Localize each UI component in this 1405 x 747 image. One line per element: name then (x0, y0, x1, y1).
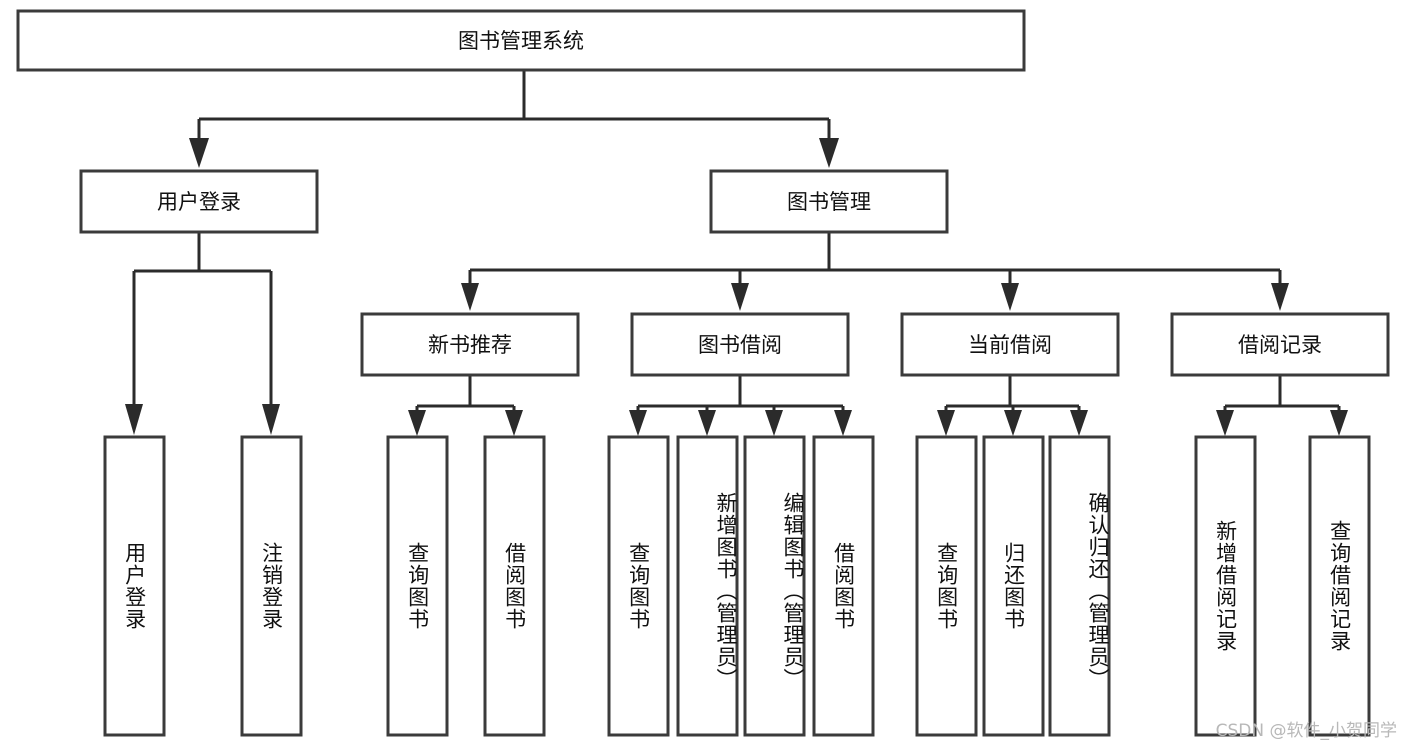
node-root[interactable]: 图书管理系统 (16, 9, 1026, 72)
arrow-to-leaf-query-book-3 (937, 410, 955, 436)
node-new-book-recommend-box[interactable] (360, 312, 580, 377)
arrow-to-leaf-query-record (1330, 410, 1348, 436)
arrow-to-book-manage (819, 138, 839, 168)
arrow-to-leaf-borrow-book-1 (505, 410, 523, 436)
node-root-box[interactable] (16, 9, 1026, 72)
node-book-manage-label: 图书管理 (787, 190, 871, 214)
leaf-query-book-2-box[interactable] (607, 435, 670, 737)
node-borrow-record[interactable]: 借阅记录 (1170, 312, 1390, 377)
node-book-manage[interactable]: 图书管理 (709, 169, 949, 234)
leaf-return-book-box[interactable] (982, 435, 1045, 737)
node-current-borrow-label: 当前借阅 (968, 333, 1052, 357)
csdn-watermark: CSDN @软件_小贺同学 (1215, 721, 1397, 741)
leaf-borrow-book-1-box[interactable] (483, 435, 546, 737)
arrow-to-user-login (189, 138, 209, 168)
connector-group-root (189, 70, 839, 168)
arrow-to-leaf-confirm-return (1070, 410, 1088, 436)
node-root-label: 图书管理系统 (458, 29, 584, 53)
arrow-to-leaf-edit-book (765, 410, 783, 436)
leaf-query-book-1-box[interactable] (386, 435, 449, 737)
connector-group-book-borrow (629, 375, 852, 436)
connector-group-current-borrow (937, 375, 1088, 436)
connector-group-new-book-recommend (408, 375, 523, 436)
arrow-to-leaf-user-login (125, 404, 143, 435)
leaf-user-login-box[interactable] (103, 435, 166, 737)
leaf-edit-book-box[interactable] (743, 435, 806, 737)
node-book-manage-box[interactable] (709, 169, 949, 234)
connector-group-borrow-record (1216, 375, 1348, 436)
leaf-user-logout-box[interactable] (240, 435, 303, 737)
node-book-borrow-box[interactable] (630, 312, 850, 377)
arrow-to-new-book-recommend (461, 283, 479, 311)
node-borrow-record-label: 借阅记录 (1238, 333, 1322, 357)
leaf-query-book-3-box[interactable] (915, 435, 978, 737)
connector-group-user-login (125, 232, 280, 435)
arrow-to-leaf-add-record (1216, 410, 1234, 436)
arrow-to-book-borrow (731, 283, 749, 311)
node-user-login-box[interactable] (79, 169, 319, 234)
arrow-to-leaf-add-book (698, 410, 716, 436)
node-current-borrow-box[interactable] (900, 312, 1120, 377)
node-book-borrow[interactable]: 图书借阅 (630, 312, 850, 377)
node-current-borrow[interactable]: 当前借阅 (900, 312, 1120, 377)
node-borrow-record-box[interactable] (1170, 312, 1390, 377)
arrow-to-borrow-record (1271, 283, 1289, 311)
node-new-book-recommend-label: 新书推荐 (428, 333, 512, 357)
arrow-to-current-borrow (1001, 283, 1019, 311)
node-book-borrow-label: 图书借阅 (698, 333, 782, 357)
arrow-to-leaf-query-book-1 (408, 410, 426, 436)
leaf-confirm-return-box[interactable] (1048, 435, 1111, 737)
arrow-to-leaf-user-logout (262, 404, 280, 435)
leaf-add-record-box[interactable] (1194, 435, 1257, 737)
node-new-book-recommend[interactable]: 新书推荐 (360, 312, 580, 377)
leaf-add-book-box[interactable] (676, 435, 739, 737)
leaf-boxes-group (103, 435, 1371, 737)
arrow-to-leaf-borrow-book-2 (834, 410, 852, 436)
arrow-to-leaf-query-book-2 (629, 410, 647, 436)
connector-group-book-manage (461, 232, 1289, 311)
arrow-to-leaf-return-book (1004, 410, 1022, 436)
leaf-query-record-box[interactable] (1308, 435, 1371, 737)
node-user-login[interactable]: 用户登录 (79, 169, 319, 234)
leaf-borrow-book-2-box[interactable] (812, 435, 875, 737)
node-user-login-label: 用户登录 (157, 190, 241, 214)
